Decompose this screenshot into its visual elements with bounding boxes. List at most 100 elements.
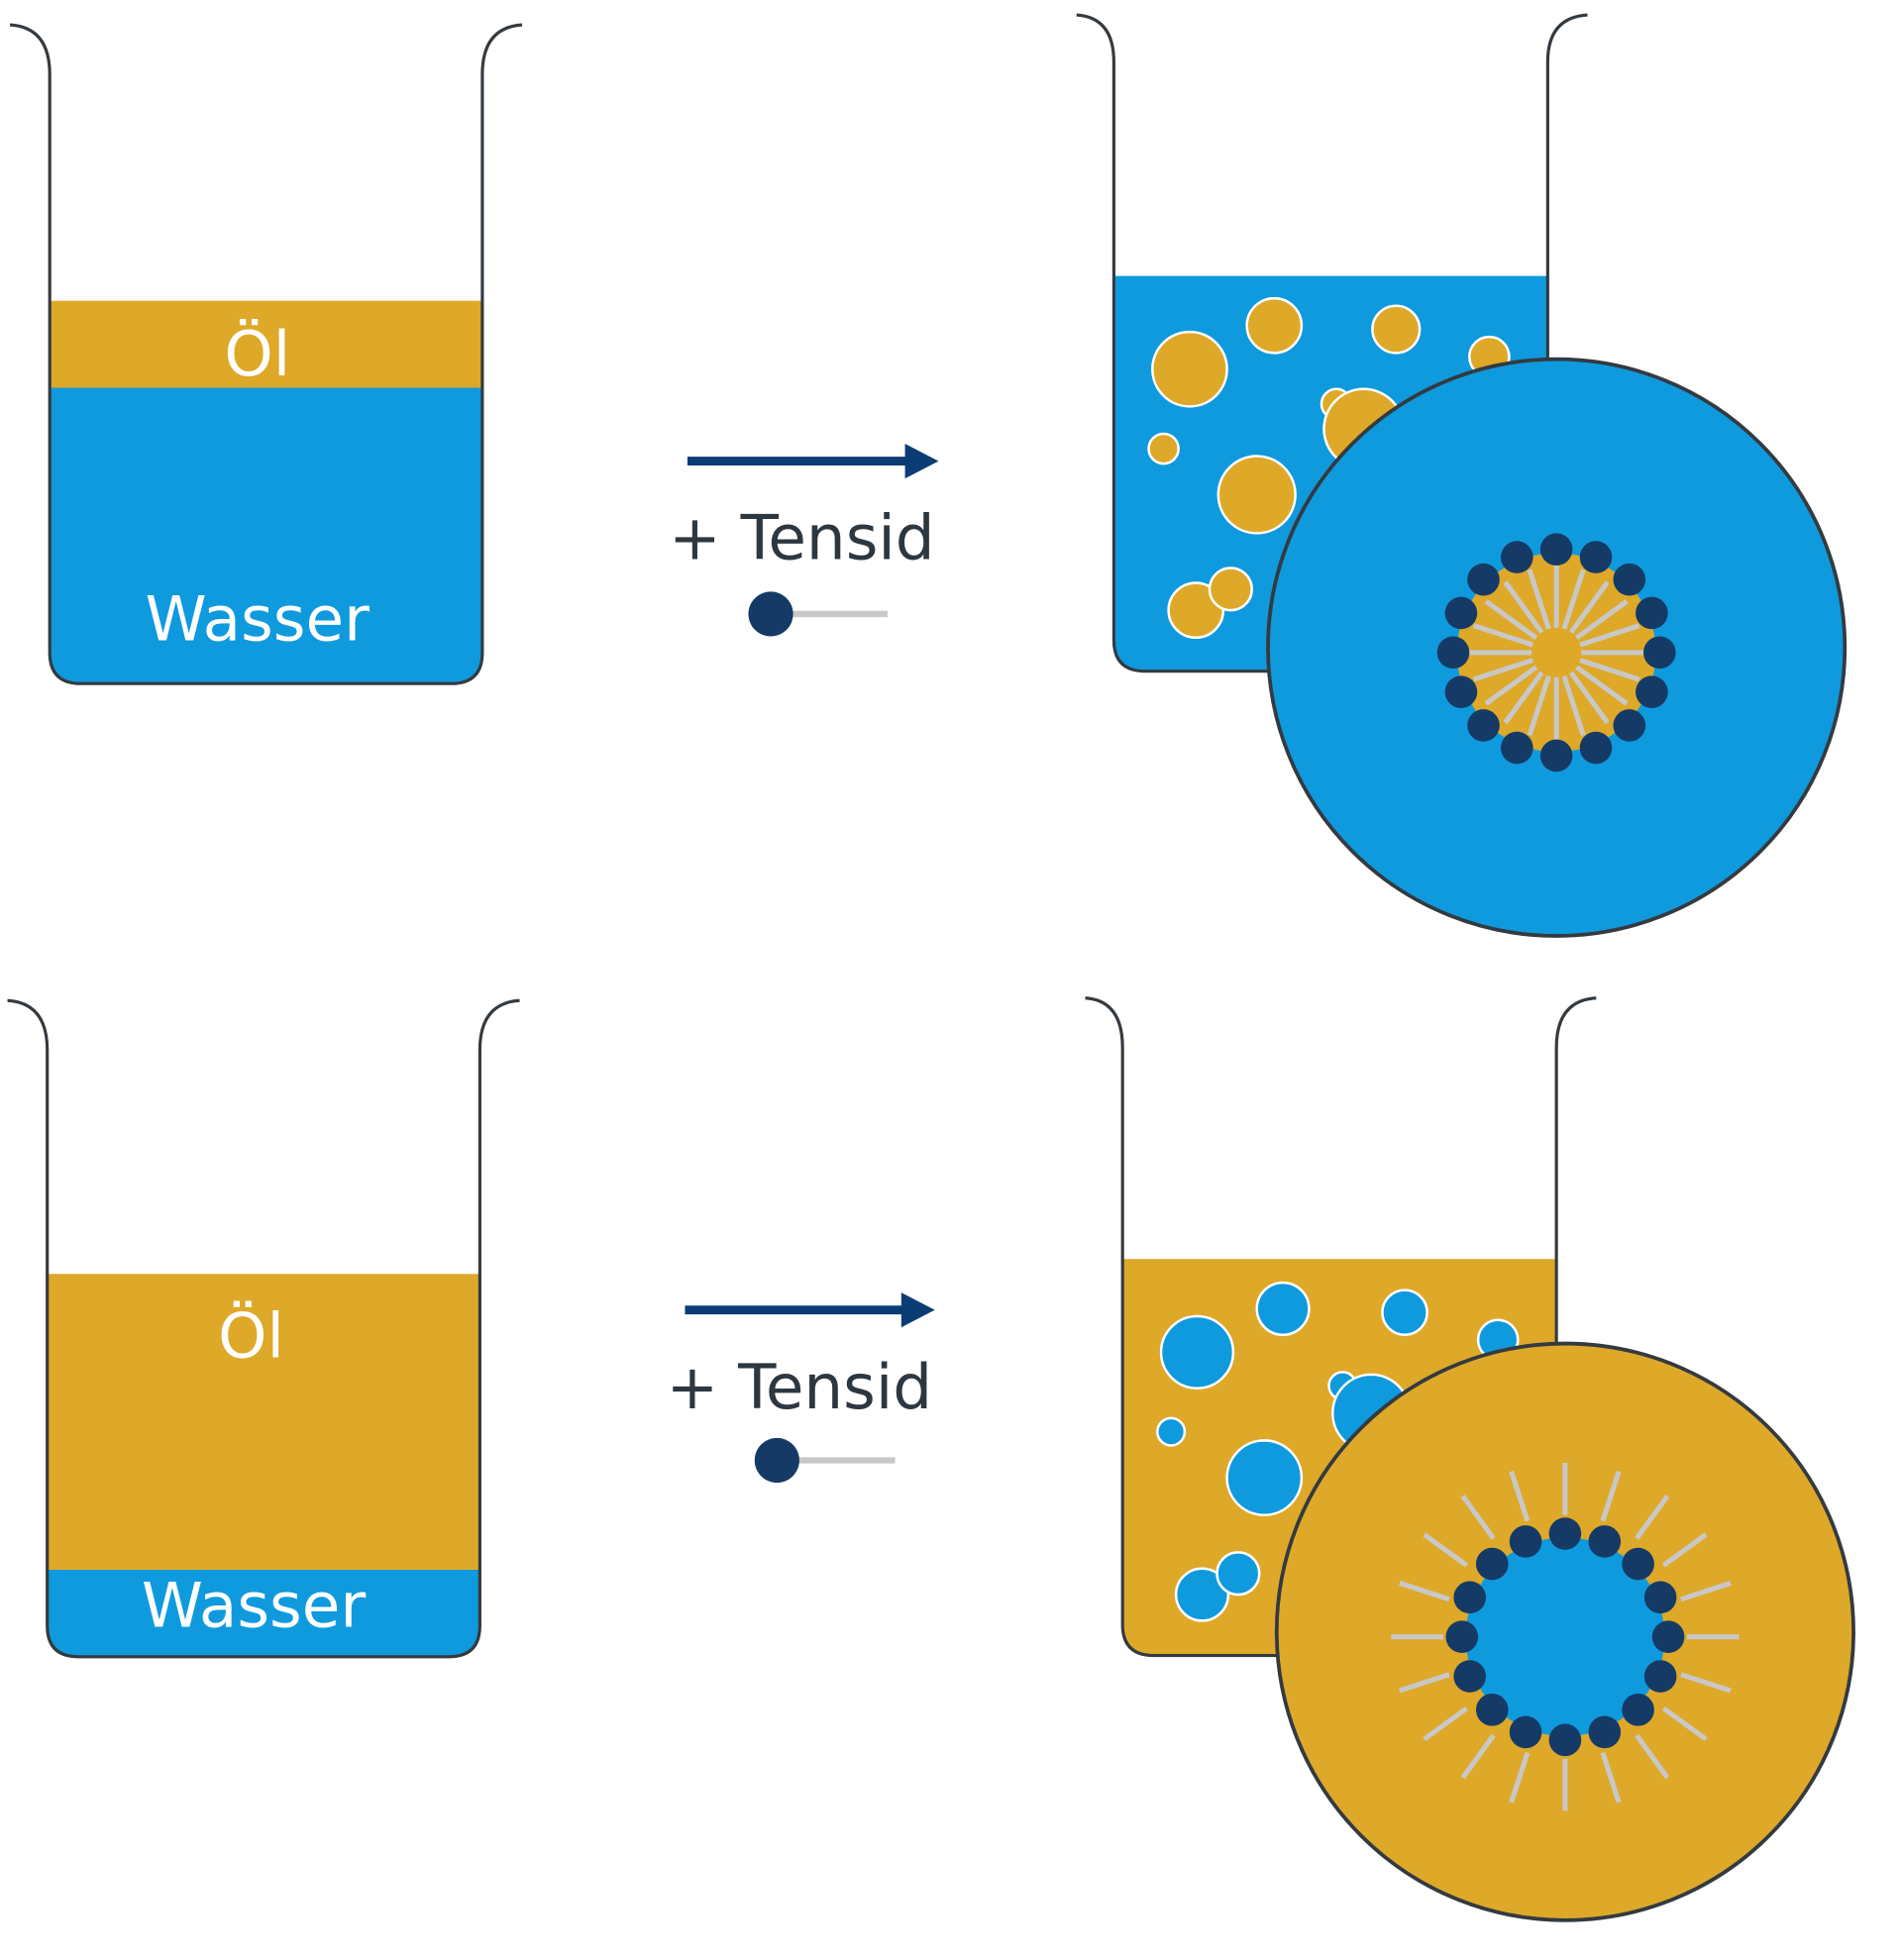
surfactant-head: [1548, 1517, 1582, 1550]
beaker-outline: [1076, 13, 1588, 673]
surfactant-head: [1500, 731, 1533, 765]
surfactant-head: [1588, 1525, 1622, 1558]
surfactant-tail: [1503, 671, 1544, 725]
surfactant-head: [1444, 675, 1478, 709]
water-droplet: [1225, 1439, 1304, 1516]
oil-core: [1456, 553, 1656, 753]
surfactant-head: [1475, 1547, 1509, 1581]
surfactant-tail: [1635, 1733, 1670, 1780]
surfactant-tail: [1527, 568, 1551, 630]
top-reaction-arrow: + Tensid: [669, 444, 939, 637]
beaker-outline: [1085, 996, 1597, 1658]
oil-label: Öl: [224, 318, 290, 390]
surfactant-tail: [1509, 1751, 1531, 1804]
oil-layer: [47, 1274, 480, 1573]
water-label: Wasser: [142, 1570, 366, 1642]
water-droplet: [1255, 1281, 1311, 1337]
oil-droplet: [1245, 296, 1304, 355]
surfactant-tail: [1472, 623, 1534, 648]
beaker-outline: [7, 998, 520, 1659]
oil-droplet: [1167, 581, 1225, 640]
arrow-head-icon: [900, 1292, 935, 1328]
surfactant-tail: [1635, 1495, 1670, 1540]
surfactant-head: [1588, 1715, 1622, 1749]
oil-droplet: [1371, 304, 1422, 355]
oil-droplet: [1216, 455, 1297, 535]
surfactant-tail: [1600, 1751, 1622, 1804]
surfactant-tail: [1460, 1733, 1496, 1780]
water-droplet: [1174, 1567, 1230, 1622]
surfactant-tail: [1509, 1470, 1531, 1522]
reagent-label: + Tensid: [667, 1351, 932, 1423]
water-droplet: [1156, 1416, 1187, 1447]
surfactant-tail: [1574, 665, 1629, 706]
oil-droplets: [1147, 296, 1511, 640]
surfactant-head: [1613, 709, 1646, 742]
oil-layer: [50, 300, 482, 391]
arrow-head-icon: [904, 444, 939, 479]
surfactant-tail: [1661, 1532, 1708, 1568]
surfactant-head: [1613, 563, 1646, 596]
surfactant-head: [1539, 739, 1573, 773]
surfactant-tail: [1600, 1470, 1622, 1522]
surfactant-head-icon: [748, 591, 793, 637]
surfactant-tail: [1460, 1495, 1496, 1540]
surfactant-tail: [1680, 1581, 1732, 1602]
surfactant-tail: [1399, 1672, 1450, 1694]
surfactant-head: [1453, 1660, 1487, 1693]
reagent-label: + Tensid: [669, 502, 934, 574]
oil-label: Öl: [218, 1299, 284, 1372]
reverse-micelle: [1391, 1463, 1740, 1811]
surfactant-tail: [1399, 1581, 1450, 1602]
surfactant-tail: [1661, 1705, 1708, 1742]
beaker-outline: [9, 23, 523, 685]
surfactant-head: [1539, 533, 1573, 566]
top-left-beaker: Öl Wasser: [9, 23, 523, 685]
surfactant-head: [1444, 596, 1478, 630]
bottom-right-beaker: [1085, 996, 1855, 1922]
surfactant-tail: [1423, 1705, 1468, 1742]
surfactant-tail: [1527, 674, 1551, 737]
oil-droplet: [1208, 567, 1253, 612]
surfactant-head: [1445, 1620, 1479, 1654]
surfactant-head: [1453, 1581, 1487, 1614]
surfactant-head: [1651, 1620, 1685, 1654]
water-layer: [50, 387, 482, 684]
surfactant-head: [1509, 1525, 1542, 1558]
surfactant-head: [1622, 1694, 1654, 1726]
surfactant-head: [1636, 675, 1668, 709]
surfactant-tail: [1579, 658, 1640, 682]
surfactant-head: [1579, 731, 1613, 765]
surfactant-head: [1643, 1660, 1677, 1693]
surfactant-tail: [1680, 1672, 1732, 1694]
water-droplet: [1159, 1314, 1235, 1390]
surfactant-tail: [1579, 623, 1640, 648]
surfactant-head-icon: [754, 1437, 799, 1484]
surfactant-head: [1475, 1694, 1509, 1726]
surfactant-head: [1643, 1581, 1677, 1614]
surfactant-head: [1636, 596, 1668, 630]
surfactant-head: [1500, 541, 1533, 573]
surfactant-head: [1436, 636, 1470, 670]
surfactant-tail: [1574, 599, 1629, 641]
surfactant-tail: [1503, 580, 1544, 635]
surfactant-head: [1467, 563, 1500, 596]
surfactant-head: [1467, 709, 1500, 742]
surfactant-head: [1622, 1547, 1654, 1581]
surfactant-head: [1548, 1723, 1582, 1757]
surfactant-tail: [1561, 568, 1586, 630]
micelle: [1436, 533, 1676, 773]
bottom-left-beaker: Öl Wasser: [7, 998, 520, 1659]
surfactant-tail: [1568, 580, 1610, 635]
surfactant-tail: [1561, 674, 1586, 737]
water-droplet: [1215, 1551, 1261, 1597]
surfactant-head: [1579, 541, 1613, 573]
surfactant-tail: [1472, 658, 1534, 682]
oil-droplet: [1147, 432, 1180, 465]
water-layer: [47, 1569, 480, 1657]
water-label: Wasser: [146, 582, 370, 655]
water-droplet: [1381, 1289, 1428, 1337]
water-droplets: [1156, 1281, 1520, 1622]
oil-droplet: [1151, 330, 1228, 408]
